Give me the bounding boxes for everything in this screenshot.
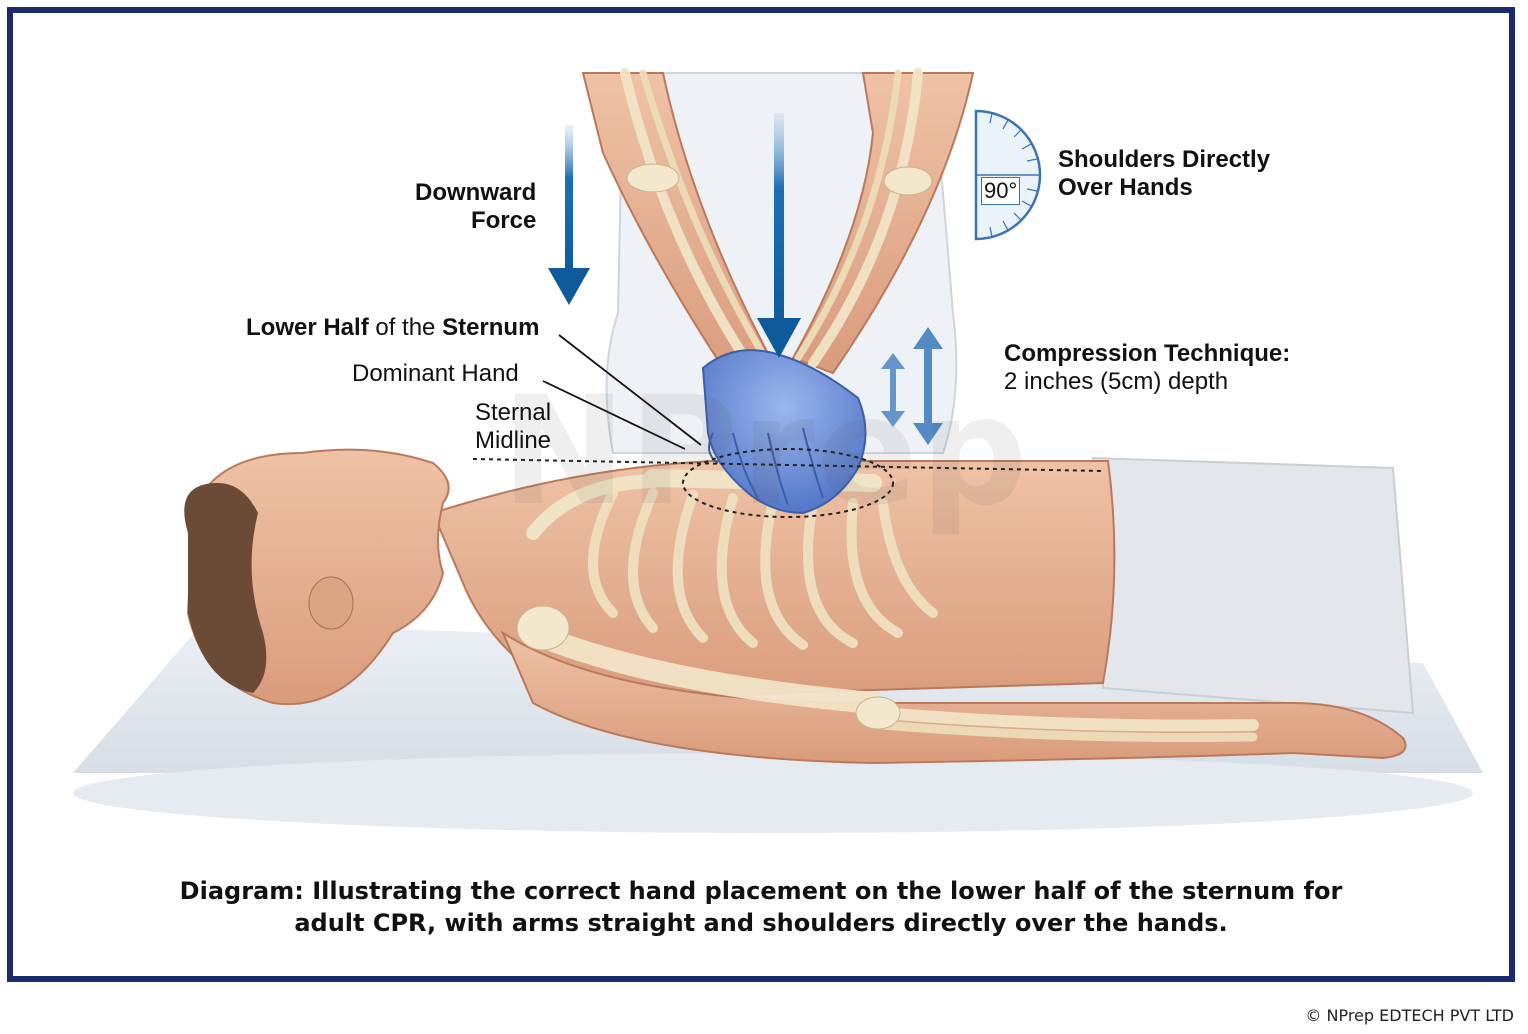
sternum-label-bold2: Sternum (442, 314, 540, 341)
dominant-hand-pointer (542, 380, 686, 450)
sternum-label: Lower Half of the Sternum (246, 314, 539, 342)
shoulders-label: Shoulders Directly Over Hands (1058, 146, 1271, 201)
sternum-pointer (558, 334, 702, 446)
patient-hair (184, 483, 267, 693)
compression-depth-arrows (881, 327, 943, 445)
cpr-illustration (73, 68, 1483, 833)
sternum-label-bold1: Lower Half (246, 314, 369, 341)
sternal-midline-line (472, 458, 1104, 472)
caption-line-1: Diagram: Illustrating the correct hand p… (179, 877, 1343, 905)
gloved-hands (701, 349, 867, 515)
compression-label: Compression Technique: 2 inches (5cm) de… (1004, 340, 1291, 395)
table-shadow (73, 753, 1473, 833)
sternal-midline-label: Sternal Midline (475, 399, 552, 454)
downward-force-label: Downward Force (415, 179, 537, 234)
sheet (1091, 456, 1415, 715)
rib-cage (588, 488, 938, 650)
diagram-caption: Diagram: Illustrating the correct hand p… (13, 875, 1509, 939)
sternum-label-reg: of the (368, 314, 443, 341)
dominant-hand-label: Dominant Hand (352, 360, 519, 387)
caption-line-2: adult CPR, with arms straight and should… (294, 909, 1228, 937)
watermark: NPrep (501, 365, 1030, 539)
protractor-icon (974, 109, 1042, 241)
diagram-frame: NPrep Downward Force Shoulders Directly … (7, 7, 1515, 982)
hand-placement-zone (682, 448, 894, 518)
downward-force-arrows (548, 113, 801, 358)
angle-label: 90° (981, 177, 1021, 205)
copyright-notice: © NPrep EDTECH PVT LTD (1305, 1006, 1514, 1025)
